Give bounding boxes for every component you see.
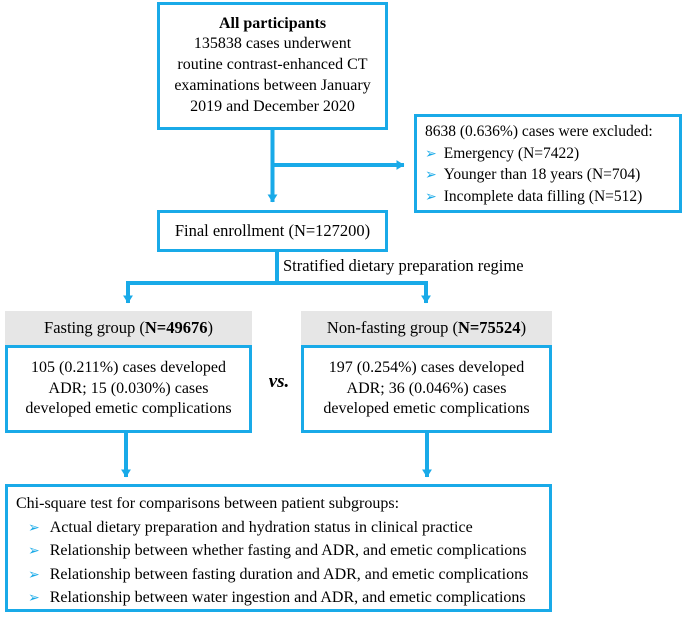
fasting-group-header-suffix: ) xyxy=(207,318,213,337)
fasting-group-header: Fasting group (N=49676) xyxy=(5,311,252,345)
nonfasting-group-header: Non-fasting group (N=75524) xyxy=(301,311,552,345)
connector-groups-to-chisquare xyxy=(121,433,432,478)
excluded-heading: 8638 (0.636%) cases were excluded: xyxy=(425,123,653,140)
all-participants-line-3: examinations between January xyxy=(174,76,371,94)
chi-square-item: ➢ Relationship between whether fasting a… xyxy=(16,539,541,563)
arrow-bullet-icon: ➢ xyxy=(28,591,40,607)
chi-square-item: ➢ Actual dietary preparation and hydrati… xyxy=(16,516,541,540)
fasting-detail-line-1: 105 (0.211%) cases developed xyxy=(31,358,226,376)
arrow-bullet-icon: ➢ xyxy=(425,190,437,206)
chi-square-heading: Chi-square test for comparisons between … xyxy=(16,495,400,512)
arrow-bullet-icon: ➢ xyxy=(425,168,437,184)
node-excluded-cases: 8638 (0.636%) cases were excluded: ➢ Eme… xyxy=(414,114,682,213)
all-participants-line-1: 135838 cases underwent xyxy=(193,35,352,53)
node-fasting-group-detail: 105 (0.211%) cases developed ADR; 15 (0.… xyxy=(5,345,252,433)
fasting-group-count: N=49676 xyxy=(144,318,208,337)
arrow-bullet-icon: ➢ xyxy=(425,146,437,162)
chi-square-item-label: Actual dietary preparation and hydration… xyxy=(49,518,473,536)
arrow-bullet-icon: ➢ xyxy=(28,544,40,560)
chi-square-item-label: Relationship between whether fasting and… xyxy=(49,542,527,560)
versus-label: vs. xyxy=(268,371,290,392)
node-final-enrollment: Final enrollment (N=127200) xyxy=(157,210,388,252)
chi-square-item: ➢ Relationship between water ingestion a… xyxy=(16,586,541,610)
fasting-detail-line-3: developed emetic complications xyxy=(25,400,232,418)
excluded-item: ➢ Younger than 18 years (N=704) xyxy=(425,164,673,186)
excluded-item-label: Younger than 18 years (N=704) xyxy=(443,166,641,184)
fasting-group-header-prefix: Fasting group ( xyxy=(44,318,145,337)
excluded-item: ➢ Emergency (N=7422) xyxy=(425,143,673,165)
all-participants-line-2: routine contrast-enhanced CT xyxy=(177,56,368,74)
excluded-item: ➢ Incomplete data filling (N=512) xyxy=(425,186,673,208)
nonfasting-detail-line-1: 197 (0.254%) cases developed xyxy=(328,358,525,376)
excluded-item-label: Incomplete data filling (N=512) xyxy=(443,188,643,206)
chi-square-item: ➢ Relationship between fasting duration … xyxy=(16,563,541,587)
excluded-item-label: Emergency (N=7422) xyxy=(443,144,580,162)
stratification-label: Stratified dietary preparation regime xyxy=(283,256,524,275)
all-participants-heading: All participants xyxy=(218,14,327,32)
arrow-bullet-icon: ➢ xyxy=(28,567,40,583)
nonfasting-group-header-suffix: ) xyxy=(520,318,527,337)
chi-square-item-label: Relationship between fasting duration an… xyxy=(49,565,529,583)
nonfasting-group-header-prefix: Non-fasting group ( xyxy=(326,318,458,337)
arrow-bullet-icon: ➢ xyxy=(28,520,40,536)
nonfasting-detail-line-3: developed emetic complications xyxy=(323,400,530,418)
node-nonfasting-group-detail: 197 (0.254%) cases developed ADR; 36 (0.… xyxy=(301,345,552,433)
node-chi-square-analyses: Chi-square test for comparisons between … xyxy=(5,484,552,612)
final-enrollment-label: Final enrollment (N=127200) xyxy=(174,221,371,241)
nonfasting-detail-line-2: ADR; 36 (0.046%) cases xyxy=(346,379,507,397)
all-participants-line-4: 2019 and December 2020 xyxy=(190,97,355,115)
nonfasting-group-count: N=75524 xyxy=(457,318,521,337)
node-all-participants: All participants 135838 cases underwent … xyxy=(157,2,388,130)
chi-square-item-label: Relationship between water ingestion and… xyxy=(49,589,526,607)
fasting-detail-line-2: ADR; 15 (0.030%) cases xyxy=(48,379,209,397)
